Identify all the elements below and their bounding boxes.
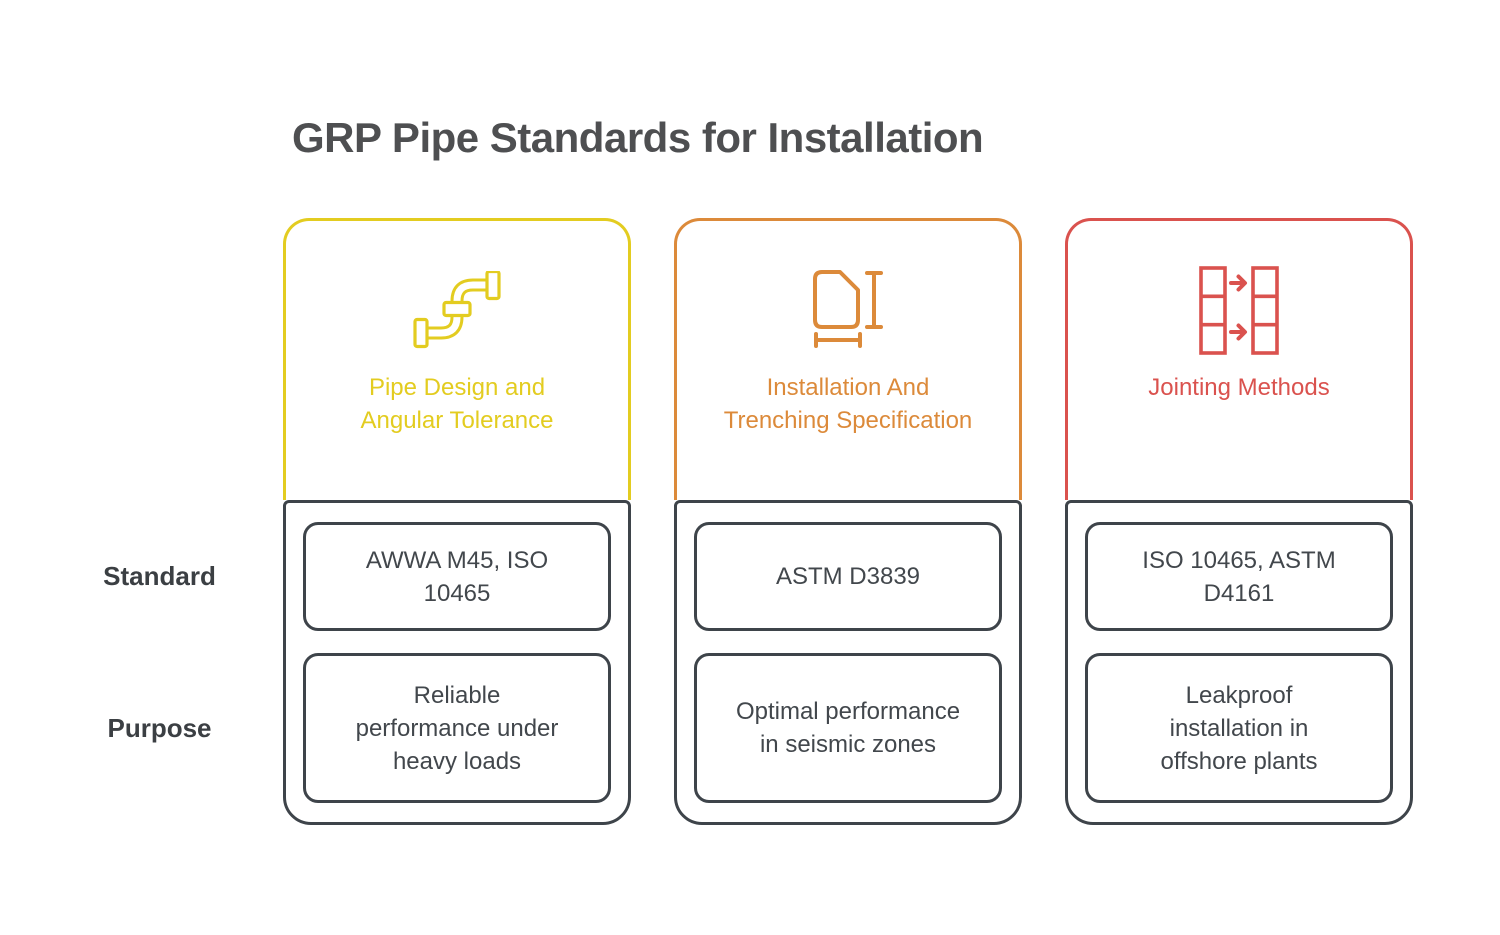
card-details: AWWA M45, ISO 10465 Reliable performance…: [283, 500, 631, 825]
purpose-box: Optimal performance in seismic zones: [694, 653, 1002, 803]
standard-box: ISO 10465, ASTM D4161: [1085, 522, 1393, 631]
column-installation-trenching: Installation And Trenching Specification…: [674, 218, 1022, 825]
card-title: Installation And Trenching Specification: [723, 374, 973, 434]
column-jointing-methods: Jointing Methods ISO 10465, ASTM D4161 L…: [1065, 218, 1413, 825]
card-pipe-design: Pipe Design and Angular Tolerance: [283, 218, 631, 500]
card-title: Pipe Design and Angular Tolerance: [360, 374, 554, 434]
purpose-value: Leakproof installation in offshore plant…: [1160, 681, 1318, 775]
purpose-value: Reliable performance under heavy loads: [355, 681, 559, 775]
page-title: GRP Pipe Standards for Installation: [292, 114, 984, 161]
standard-box: AWWA M45, ISO 10465: [303, 522, 611, 631]
column-pipe-design: Pipe Design and Angular Tolerance AWWA M…: [283, 218, 631, 825]
card-details: ISO 10465, ASTM D4161 Leakproof installa…: [1065, 500, 1413, 825]
purpose-box: Reliable performance under heavy loads: [303, 653, 611, 803]
purpose-value: Optimal performance in seismic zones: [735, 698, 961, 758]
card-jointing-methods: Jointing Methods: [1065, 218, 1413, 500]
card-title: Jointing Methods: [1148, 374, 1330, 401]
card-details: ASTM D3839 Optimal performance in seismi…: [674, 500, 1022, 825]
row-label-purpose: Purpose: [107, 713, 212, 743]
standard-value: AWWA M45, ISO 10465: [365, 546, 549, 607]
pipe-icon: [286, 265, 628, 355]
jointing-arrows-icon: [1068, 265, 1410, 355]
standard-value: ASTM D3839: [775, 563, 921, 590]
standard-box: ASTM D3839: [694, 522, 1002, 631]
standard-value: ISO 10465, ASTM D4161: [1142, 546, 1336, 607]
row-label-standard: Standard: [103, 561, 216, 591]
dimension-measure-icon: [677, 265, 1019, 355]
card-installation-trenching: Installation And Trenching Specification: [674, 218, 1022, 500]
purpose-box: Leakproof installation in offshore plant…: [1085, 653, 1393, 803]
